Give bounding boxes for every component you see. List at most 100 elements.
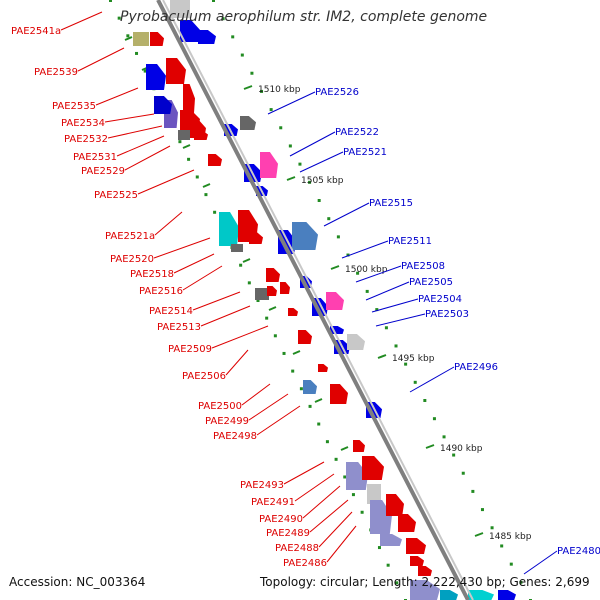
right-gene-label: PAE2511 [388, 236, 432, 247]
right-gene-label: PAE2521 [343, 147, 387, 158]
left-leader-line [309, 499, 349, 533]
right-gene-glyph-body [326, 292, 344, 310]
left-gene-glyph-body [353, 440, 365, 452]
left-leader-line [283, 461, 325, 485]
right-leader-line [371, 298, 419, 313]
outer-tick [404, 362, 408, 366]
left-gene-label: PAE2521a [105, 231, 155, 242]
right-gene-label: PAE2522 [335, 127, 379, 138]
kbp-label: 1505 kbp [301, 176, 344, 186]
inner-tick [109, 0, 112, 2]
gene-glyphs [133, 0, 516, 600]
kbp-tick [243, 85, 253, 90]
outer-tick [356, 271, 360, 275]
outer-tick [231, 35, 235, 39]
inner-tick [325, 440, 329, 444]
kbp-label: 1495 kbp [392, 354, 435, 364]
kbp-tick [377, 354, 387, 359]
right-gene-label: PAE2480 [557, 546, 600, 557]
left-gene-glyph-body [133, 32, 149, 46]
left-gene-glyph [353, 440, 365, 452]
inner-tick [395, 581, 399, 585]
left-gene-glyph [133, 32, 149, 46]
left-gene-label: PAE2534 [61, 118, 105, 129]
left-gene-glyph [318, 364, 328, 372]
left-leader-line [200, 305, 251, 327]
outer-tick [509, 562, 513, 566]
right-gene-glyph [440, 590, 458, 600]
left-gene-glyph-body [362, 456, 384, 480]
left-gene-glyph-body [298, 330, 312, 344]
left-gene-label: PAE2535 [52, 101, 96, 112]
major-tick [292, 350, 301, 355]
left-leader-line [60, 11, 103, 31]
left-gene-glyph-body [266, 268, 280, 282]
outer-tick [327, 217, 331, 221]
left-gene-glyph [266, 268, 280, 282]
left-gene-label: PAE2490 [259, 514, 303, 525]
left-leader-line [192, 291, 241, 311]
left-gene-glyph [178, 130, 190, 140]
left-leader-line [154, 211, 183, 236]
outer-tick [480, 508, 484, 512]
right-gene-glyph [468, 590, 494, 600]
outer-tick [212, 0, 215, 2]
major-tick [124, 36, 133, 41]
left-gene-glyph [194, 130, 208, 140]
left-gene-label: PAE2493 [240, 480, 284, 491]
left-gene-glyph [249, 232, 263, 244]
right-gene-glyph-body [260, 152, 278, 178]
right-gene-glyph-body [154, 96, 172, 114]
left-gene-label: PAE2539 [34, 67, 78, 78]
left-leader-line [318, 511, 353, 548]
left-leader-line [248, 393, 289, 421]
outer-tick [365, 289, 369, 293]
left-leader-line [294, 473, 335, 502]
right-gene-glyph [292, 222, 318, 250]
left-gene-glyph [386, 494, 404, 516]
right-leader-line [299, 151, 344, 173]
left-gene-glyph [208, 154, 222, 166]
left-leader-line [107, 125, 163, 139]
left-gene-label: PAE2541a [11, 26, 61, 37]
kbp-label: 1490 kbp [440, 444, 483, 454]
left-leader-line [77, 47, 125, 72]
inner-tick [343, 475, 347, 479]
left-gene-label: PAE2514 [149, 306, 193, 317]
major-tick [314, 398, 323, 403]
left-gene-label: PAE2525 [94, 190, 138, 201]
left-gene-glyph [231, 244, 243, 252]
left-gene-glyph-body [194, 130, 208, 140]
left-gene-glyph-body [410, 556, 424, 566]
outer-tick [413, 380, 417, 384]
left-gene-glyph [166, 58, 186, 84]
inner-tick [204, 193, 208, 197]
outer-tick [269, 108, 273, 112]
right-leader-line [365, 281, 410, 301]
outer-tick [394, 344, 398, 348]
right-gene-glyph-body [170, 0, 190, 18]
kbp-label: 1510 kbp [258, 85, 301, 95]
outer-tick [500, 544, 504, 548]
left-gene-glyph [418, 566, 432, 576]
left-gene-glyph [410, 556, 424, 566]
accession-text: Accession: NC_003364 [9, 575, 146, 589]
inner-tick [308, 404, 312, 408]
left-gene-glyph [255, 288, 269, 300]
left-gene-glyph [330, 384, 348, 404]
major-tick [202, 183, 211, 188]
outer-tick [336, 235, 340, 239]
left-gene-label: PAE2513 [157, 322, 201, 333]
major-tick [268, 306, 277, 311]
left-gene-label: PAE2506 [182, 371, 226, 382]
right-gene-label: PAE2508 [401, 261, 445, 272]
left-gene-glyph-body [406, 538, 426, 554]
right-gene-glyph [146, 64, 166, 90]
right-gene-glyph [180, 20, 200, 42]
left-gene-labels: PAE2541aPAE2539PAE2535PAE2534PAE2532PAE2… [11, 26, 327, 569]
left-gene-glyph-body [330, 384, 348, 404]
left-gene-glyph-body [380, 534, 402, 546]
left-gene-glyph-body [318, 364, 328, 372]
